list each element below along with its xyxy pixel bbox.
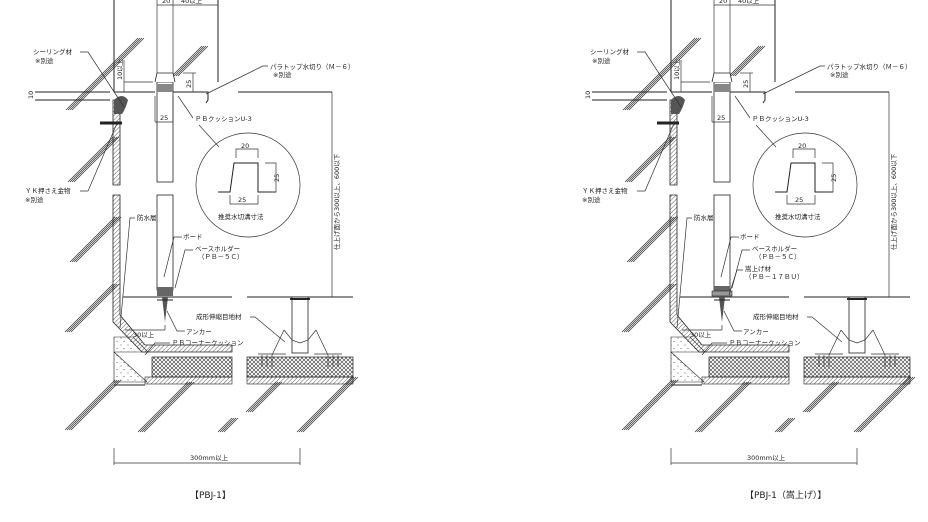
label-yk-note: ※別途 [582,195,601,204]
paratop-flashing [205,91,209,104]
sealant-bead [671,96,685,114]
mortar-corner [113,336,149,383]
anchor-icon [714,297,730,322]
label-min30: 30以上 [133,330,155,339]
structure-hatch [64,37,359,433]
groove-detail-circle [752,124,858,238]
wall-upper-lines [592,0,889,101]
label-base-holder-code: （ＰＢ－５Ｃ） [198,253,244,261]
label-joint-filler: 成形伸縮目地材 [196,312,242,321]
waterproof-layer-lower [112,194,233,353]
label-waterproof-layer: 防水層 [694,213,714,222]
dimensions [113,0,333,465]
dim-height: 仕上げ面から300以上、600以下 [889,153,898,250]
label-sealing-note: ※別途 [35,56,54,65]
label-yk-fastener: ＹＫ押さえ金物 [25,186,71,195]
groove-dim-25w: 25 [238,196,246,204]
dim-20: 20 [162,0,170,5]
wall-upper-lines [35,0,332,101]
label-base-holder-code: （ＰＢ－５Ｃ） [755,253,801,261]
anchor-icon [157,297,173,322]
label-joint-filler: 成形伸縮目地材 [753,312,799,321]
mortar-corner [670,336,706,383]
dim-10: 10 [27,91,35,99]
label-sealing: シーリング材 [590,47,630,56]
dim-span: 300mm以上 [190,453,229,462]
panel-title: 【PBJ-1】 [190,490,231,501]
insulation-layer [708,356,790,378]
leader-lines [637,51,843,356]
label-raise-material: 嵩上げ材 [745,264,772,273]
slab-membrane-right [246,376,354,385]
label-sealing: シーリング材 [33,47,73,56]
label-paratop: パラトップ水切り（Ｍ－６） [270,62,355,71]
label-cushion-u3: ＰＢクッションU-3 [752,115,809,123]
insulation-layer [151,356,233,378]
panel-title: 【PBJ-1（嵩上げ）】 [745,490,826,501]
label-yk-note: ※別途 [25,195,44,204]
dim-40: 40以上 [181,0,203,5]
groove-dim-25w: 25 [795,196,803,204]
label-board: ボード [183,233,203,241]
label-anchor: アンカー [743,328,769,336]
expansion-joint [258,296,342,367]
label-sealing-note: ※別途 [592,56,611,65]
dim-height: 仕上げ面から300以上、600以下 [332,153,341,250]
label-base-holder: ベースホルダー [195,244,240,253]
label-yk-fastener: ＹＫ押さえ金物 [582,186,628,195]
label-paratop-note: ※別途 [273,70,292,79]
label-base-holder: ベースホルダー [752,244,797,253]
slab-membrane [701,376,790,385]
paratop-flashing [762,91,766,104]
base-holder [711,286,733,297]
label-min30: 30以上 [690,330,712,339]
label-cushion-u3: ＰＢクッションU-3 [195,115,252,123]
label-corner-cushion: ＰＢコーナークッション [172,339,244,347]
sealant-bead [114,96,128,114]
dim-25b: 25 [185,80,193,88]
expansion-joint [815,296,899,367]
label-paratop-note: ※別途 [830,70,849,79]
slab-membrane [144,376,233,385]
insulation-layer-right [803,356,911,378]
board [711,72,733,291]
dim-25a: 25 [160,114,168,122]
groove-dim-20: 20 [798,142,806,150]
detail-panel-pbj1: シーリング材※別途ＹＫ押さえ金物※別途防水層ボードベースホルダー（ＰＢ－５Ｃ）ア… [25,0,359,501]
label-waterproof-layer: 防水層 [137,213,157,222]
dim-10up: 10以上 [115,58,124,80]
dim-span: 300mm以上 [747,453,786,462]
groove-dim-20: 20 [241,142,249,150]
label-paratop: パラトップ水切り（Ｍ－６） [827,62,912,71]
label-anchor: アンカー [186,328,212,336]
groove-dim-25h: 25 [273,174,281,182]
dimensions [670,0,890,465]
waterproof-layer-lower [669,194,790,353]
leader-lines [80,51,286,356]
dim-25b: 25 [742,80,750,88]
board [154,72,176,291]
dim-20: 20 [719,0,727,5]
groove-detail-circle [195,124,301,238]
label-corner-cushion: ＰＢコーナークッション [729,339,801,347]
groove-dim-25h: 25 [830,174,838,182]
dim-10: 10 [584,91,592,99]
insulation-layer-right [246,356,354,378]
label-board: ボード [740,233,760,241]
slab-membrane-right [803,376,911,385]
label-raise-code: （ＰＢ－１７ＢＵ） [745,273,804,281]
label-groove-title: 推奨水切溝寸法 [218,212,264,221]
detail-panel-pbj1-raised: シーリング材※別途ＹＫ押さえ金物※別途防水層ボードベースホルダー（ＰＢ－５Ｃ）嵩… [582,0,916,501]
label-groove-title: 推奨水切溝寸法 [775,212,821,221]
dim-25a: 25 [717,114,725,122]
dim-40: 40以上 [738,0,760,5]
dim-10up: 10以上 [672,58,681,80]
base-holder [157,287,173,296]
